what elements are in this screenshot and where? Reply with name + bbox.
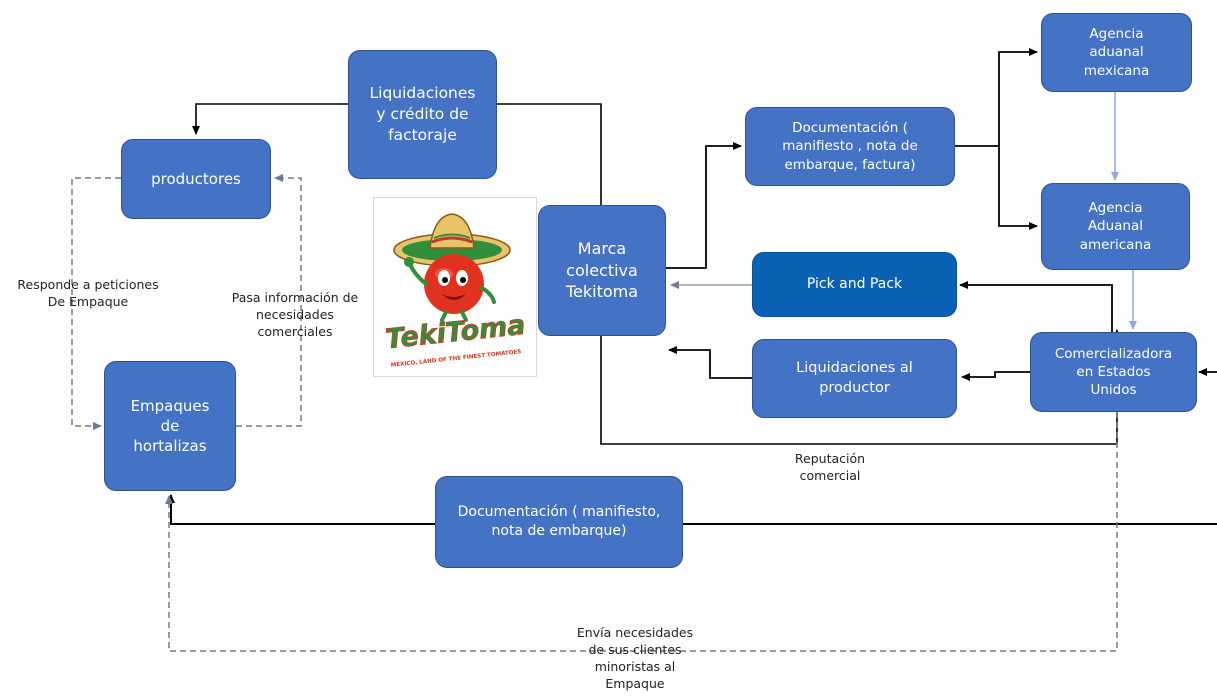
node-liquidaciones-credito: Liquidaciones y crédito de factoraje [348,50,497,179]
arrow-comercializadora-to-empaques [165,412,1118,652]
arrow-to-agencia-americana [998,146,1038,230]
label-reputacion-comercial: Reputación comercial [794,451,866,483]
node-comercializadora-label: Comercializadora en Estados Unidos [1054,345,1173,399]
arrow-comercializadora-to-liquidaciones [961,371,1030,381]
node-liquidaciones-productor-label: Liquidaciones al productor [796,359,913,396]
label-pasa-informacion: Pasa información de necesidades comercia… [231,290,359,339]
arrow-liquidaciones-to-marca [668,346,752,379]
node-empaques-hortalizas: Empaques de hortalizas [104,361,236,491]
node-empaques-label: Empaques de hortalizas [130,396,210,456]
node-productores: productores [121,139,271,219]
node-agencia-mexicana-label: Agencia aduanal mexicana [1083,26,1150,79]
node-liquidaciones-credito-label: Liquidaciones y crédito de factoraje [369,84,476,144]
label-responde-peticiones: Responde a peticiones De Empaque [17,277,159,309]
node-productores-label: productores [151,169,241,188]
node-agencia-americana: Agencia Aduanal americana [1041,183,1190,270]
arrow-productores-to-empaques [71,177,121,430]
node-agencia-americana-label: Agencia Aduanal americana [1079,200,1152,253]
label-envia-necesidades: Envía necesidades de sus clientes minori… [576,625,694,691]
node-documentacion-top-label: Documentación ( manifiesto , nota de emb… [782,120,918,173]
node-pick-and-pack-label: Pick and Pack [806,276,903,293]
node-agencia-mexicana: Agencia aduanal mexicana [1041,13,1192,92]
arrow-external-to-empaques [167,494,1217,525]
logo-brand-text: TekiToma [384,310,527,355]
arrow-marca-to-documentacion [666,142,742,269]
node-marca-label: Marca colectiva Tekitoma [565,239,639,302]
tomato-mascot-icon: TekiToma MEXICO, LAND OF THE FINEST TOMA… [384,213,527,369]
node-documentacion-bottom-label: Documentación ( manifiesto, nota de emba… [457,504,661,539]
arrow-to-agencia-mexicana [998,48,1038,146]
node-pick-and-pack: Pick and Pack [752,252,957,317]
tekitoma-logo: TekiToma MEXICO, LAND OF THE FINEST TOMA… [373,197,537,377]
node-comercializadora: Comercializadora en Estados Unidos [1030,332,1197,412]
node-documentacion-top: Documentación ( manifiesto , nota de emb… [745,107,955,186]
node-documentacion-bottom: Documentación ( manifiesto, nota de emba… [435,476,683,568]
node-liquidaciones-productor: Liquidaciones al productor [752,339,957,418]
node-marca-colectiva: Marca colectiva Tekitoma [538,205,666,336]
arrow-comercializadora-to-pickpack [959,281,1113,332]
arrow-empaques-to-productores [236,174,302,427]
